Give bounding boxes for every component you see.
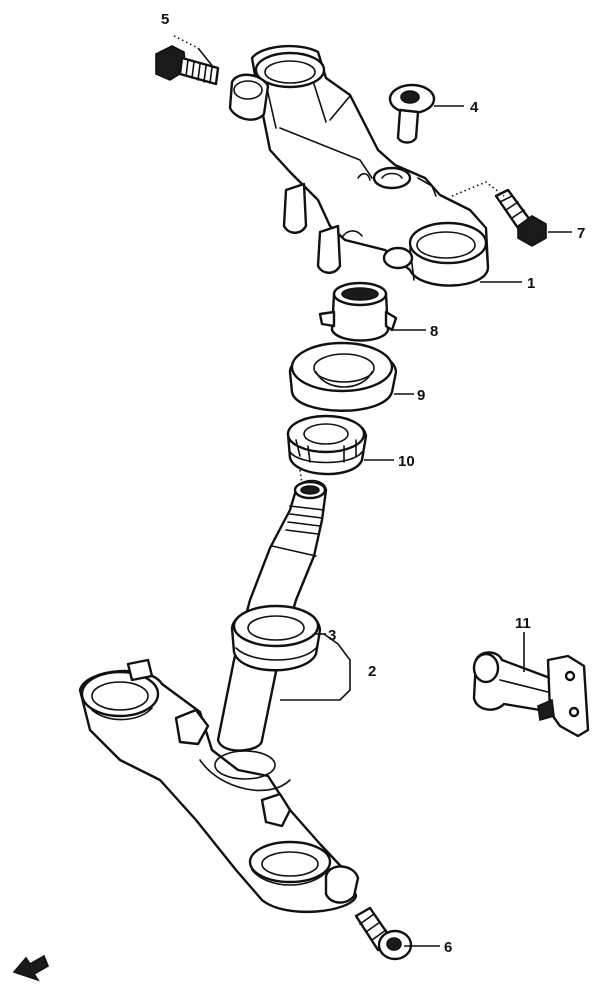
bolt-4 [388,83,436,144]
callout-2: 2 [368,663,376,680]
steering-stem-nut-8 [318,281,398,342]
callout-1: 1 [527,275,535,292]
callout-9: 9 [417,387,425,404]
steering-stem-lower-bracket [78,479,360,913]
bolt-6 [354,906,413,961]
callout-8: 8 [430,323,438,340]
bolt-7 [494,188,547,247]
callout-10: 10 [398,453,415,470]
bolt-5 [155,45,220,86]
callout-6: 6 [444,939,452,956]
dust-seal-9 [288,341,398,412]
steering-lock-11 [472,651,590,738]
callout-5: 5 [161,11,169,28]
callout-labels: 5 4 7 1 8 9 10 3 2 11 6 [161,11,585,956]
callout-7: 7 [577,225,585,242]
callout-4: 4 [470,99,479,116]
lower-bearing-3 [230,604,322,672]
callout-11: 11 [515,615,531,632]
callout-3: 3 [328,627,336,644]
upper-bearing-10 [286,414,368,476]
upper-steering-bracket [228,44,490,287]
front-direction-arrow-icon [12,954,50,982]
leader-lines [173,35,572,947]
